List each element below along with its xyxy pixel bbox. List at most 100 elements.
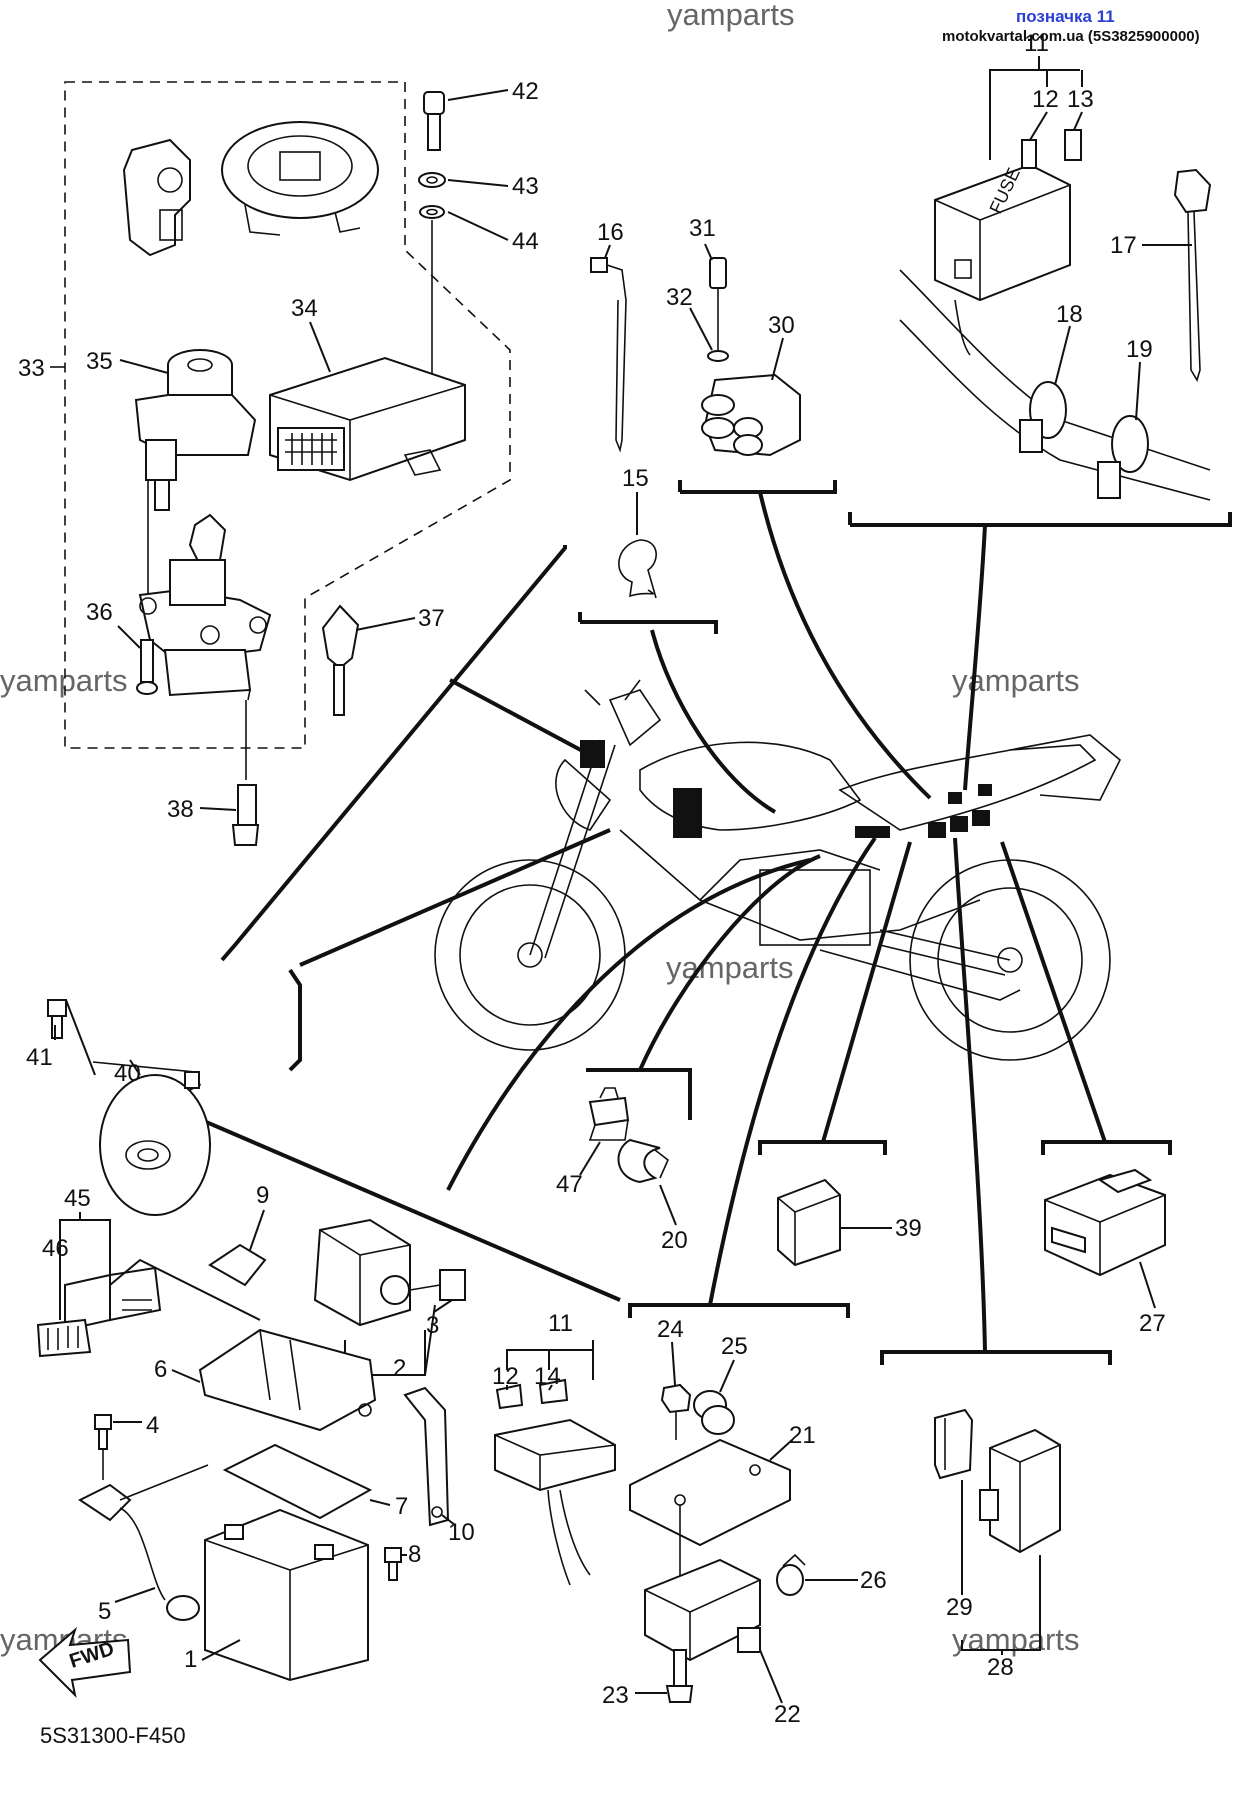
label-25: 25 xyxy=(721,1333,748,1360)
relay-39 xyxy=(777,1178,841,1267)
ecu-unit xyxy=(269,356,466,482)
horn-40 xyxy=(92,1061,211,1216)
marker-seat-b xyxy=(928,822,946,838)
label-7: 7 xyxy=(395,1493,408,1520)
label-28: 28 xyxy=(987,1654,1014,1681)
label-11-bottom: 11 xyxy=(548,1310,573,1337)
bolt-4 xyxy=(94,1414,112,1480)
relay-28 xyxy=(979,1428,1061,1554)
fuel-cap xyxy=(221,121,379,236)
fwd-badge: FWD xyxy=(38,1626,132,1699)
label-38: 38 xyxy=(167,796,194,823)
label-42: 42 xyxy=(512,78,539,105)
label-4: 4 xyxy=(146,1412,159,1439)
label-15: 15 xyxy=(622,465,649,492)
label-22: 22 xyxy=(774,1701,801,1728)
watermark-left: yamparts xyxy=(0,663,127,698)
grommet-25 xyxy=(693,1390,735,1435)
fuse-box: FUSE xyxy=(934,163,1071,302)
label-21: 21 xyxy=(789,1422,816,1449)
fuse-holder xyxy=(494,1378,616,1586)
control-box-22 xyxy=(644,1558,761,1662)
marker-seat-e xyxy=(948,792,962,804)
label-44: 44 xyxy=(512,228,539,255)
bolt-23 xyxy=(665,1649,694,1703)
watermark-bottom-right: yamparts xyxy=(952,1622,1079,1657)
bolt-41 xyxy=(47,999,67,1039)
connector-45 xyxy=(64,1266,162,1332)
label-37: 37 xyxy=(418,605,445,632)
watermark-top: yamparts xyxy=(667,0,794,32)
nut-24 xyxy=(660,1383,692,1440)
bracket-10 xyxy=(403,1386,450,1527)
dashed-group-outline xyxy=(64,81,511,749)
bolt-36 xyxy=(136,639,158,695)
relay-29 xyxy=(934,1408,974,1480)
cable-tie-17 xyxy=(1173,168,1212,382)
marker-seat-f xyxy=(978,784,992,796)
label-41: 41 xyxy=(26,1044,53,1071)
label-10: 10 xyxy=(448,1519,475,1546)
label-43: 43 xyxy=(512,173,539,200)
label-45: 45 xyxy=(64,1185,91,1212)
key-37 xyxy=(321,604,360,716)
label-36: 36 xyxy=(86,599,113,626)
label-27: 27 xyxy=(1139,1310,1166,1337)
label-14: 14 xyxy=(534,1363,561,1390)
leader-lines xyxy=(171,480,1232,1365)
clip-20 xyxy=(617,1138,669,1184)
clip-15 xyxy=(618,539,657,599)
flasher-27 xyxy=(1044,1168,1166,1277)
label-18: 18 xyxy=(1056,301,1083,328)
label-29: 29 xyxy=(946,1594,973,1621)
label-2: 2 xyxy=(393,1355,406,1382)
battery-cover xyxy=(198,1328,377,1432)
label-23: 23 xyxy=(602,1682,629,1709)
starter-cable xyxy=(78,1464,209,1621)
cable-tie-16 xyxy=(590,257,627,453)
label-9: 9 xyxy=(256,1182,269,1209)
battery xyxy=(204,1508,369,1682)
label-5: 5 xyxy=(98,1598,111,1625)
pad-7 xyxy=(222,1443,373,1520)
fuse-13 xyxy=(1064,129,1082,161)
label-32: 32 xyxy=(666,284,693,311)
label-19: 19 xyxy=(1126,336,1153,363)
clip-26 xyxy=(776,1553,806,1596)
screw-stack xyxy=(418,91,446,440)
label-13: 13 xyxy=(1067,86,1094,113)
header-source: motokvartal.com.ua (5S3825900000) xyxy=(942,28,1200,45)
starter-relay xyxy=(313,1218,466,1327)
relay-30 xyxy=(701,257,801,457)
marker-seat-c xyxy=(950,816,968,832)
label-17: 17 xyxy=(1110,232,1137,259)
label-35: 35 xyxy=(86,348,113,375)
label-16: 16 xyxy=(597,219,624,246)
label-6: 6 xyxy=(154,1356,167,1383)
clip-47 xyxy=(588,1087,630,1141)
label-20: 20 xyxy=(661,1227,688,1254)
marker-seat-d xyxy=(972,810,990,826)
label-34: 34 xyxy=(291,295,318,322)
label-33: 33 xyxy=(18,355,45,382)
label-12-top: 12 xyxy=(1032,86,1059,113)
marker-tank xyxy=(673,788,702,838)
label-1: 1 xyxy=(184,1646,197,1673)
marker-seat-a xyxy=(855,826,890,838)
label-31: 31 xyxy=(689,215,716,242)
plate-9 xyxy=(208,1243,267,1287)
label-26: 26 xyxy=(860,1567,887,1594)
bolt-38 xyxy=(231,700,260,846)
label-40: 40 xyxy=(114,1060,141,1087)
label-3: 3 xyxy=(426,1312,439,1339)
label-39: 39 xyxy=(895,1215,922,1242)
marker-headstock xyxy=(580,740,605,768)
label-8: 8 xyxy=(408,1541,421,1568)
part-code: 5S31300-F450 xyxy=(40,1723,186,1748)
header-mark: позначка 11 xyxy=(1016,7,1115,26)
connector-46 xyxy=(36,1318,92,1358)
motorcycle-outline xyxy=(434,679,1121,1061)
fuse-12 xyxy=(1021,139,1037,169)
